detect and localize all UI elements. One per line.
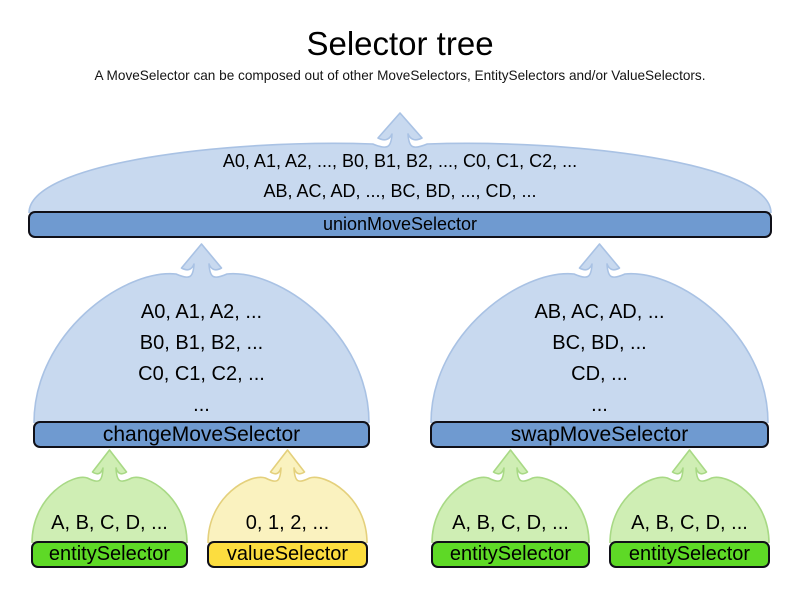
bar-entity3: entitySelector [609, 541, 770, 568]
node-items: AB, AC, AD, ... BC, BD, ... CD, ...... [430, 297, 769, 421]
node-items: A, B, C, D, ... [609, 511, 770, 536]
node-items-line: AB, AC, AD, ..., BC, BD, ..., CD, ... [263, 181, 537, 201]
node-union: A0, A1, A2, ..., B0, B1, B2, ..., C0, C1… [28, 112, 772, 238]
node-swap: AB, AC, AD, ... BC, BD, ... CD, ...... swap… [430, 243, 769, 448]
node-items-line: A, B, C, D, ... [51, 512, 168, 534]
bar-entity2: entitySelector [431, 541, 590, 568]
bar-label: unionMoveSelector [322, 214, 478, 234]
dome-up-arrow-shape [609, 449, 770, 543]
bar-change: changeMoveSelector [33, 421, 370, 448]
node-entity2: A, B, C, D, ... entitySelector [431, 449, 590, 568]
node-change: A0, A1, A2, ... B0, B1, B2, ... C0, C1, C2… [33, 243, 370, 448]
node-items-line: ... [591, 394, 608, 416]
node-items-line: AB, AC, AD, ... [534, 301, 665, 323]
dome-up-arrow-shape [33, 243, 370, 423]
bar-swap: swapMoveSelector [430, 421, 769, 448]
node-items-line: ... [193, 394, 210, 416]
dome-up-arrow-shape [431, 449, 590, 543]
node-items: A0, A1, A2, ... B0, B1, B2, ... C0, C1, C2… [33, 297, 370, 421]
node-items-line: A0, A1, A2, ..., B0, B1, B2, ..., C0, C1… [222, 151, 578, 171]
bar-label: entitySelector [449, 543, 572, 565]
node-value1: 0, 1, 2, ... valueSelector [207, 449, 368, 568]
node-items-line: A, B, C, D, ... [631, 512, 748, 534]
node-items-line: A0, A1, A2, ... [140, 301, 263, 323]
bar-label: entitySelector [48, 543, 171, 565]
node-items-line: 0, 1, 2, ... [245, 512, 330, 534]
dome-up-arrow-shape [31, 449, 188, 543]
node-items: A0, A1, A2, ..., B0, B1, B2, ..., C0, C1… [28, 146, 772, 206]
bar-label: changeMoveSelector [102, 422, 301, 446]
bar-label: valueSelector [226, 543, 349, 565]
node-items: A, B, C, D, ... [431, 511, 590, 536]
page-subtitle: A MoveSelector can be composed out of ot… [94, 68, 706, 83]
page-title: Selector tree [306, 25, 494, 62]
node-entity1: A, B, C, D, ... entitySelector [31, 449, 188, 568]
bar-label: swapMoveSelector [510, 422, 689, 446]
node-items-line: CD, ... [571, 363, 628, 385]
node-entity3: A, B, C, D, ... entitySelector [609, 449, 770, 568]
node-items-line: BC, BD, ... [552, 332, 647, 354]
node-items: 0, 1, 2, ... [207, 511, 368, 536]
dome-up-arrow-shape [28, 112, 772, 213]
dome-up-arrow-shape [207, 449, 368, 543]
bar-value1: valueSelector [207, 541, 368, 568]
bar-label: entitySelector [628, 543, 751, 565]
bar-union: unionMoveSelector [28, 211, 772, 238]
node-items: A, B, C, D, ... [31, 511, 188, 536]
dome-up-arrow-shape [430, 243, 769, 423]
bar-entity1: entitySelector [31, 541, 188, 568]
node-items-line: B0, B1, B2, ... [139, 332, 264, 354]
node-items-line: C0, C1, C2, ... [138, 363, 265, 385]
node-items-line: A, B, C, D, ... [452, 512, 569, 534]
